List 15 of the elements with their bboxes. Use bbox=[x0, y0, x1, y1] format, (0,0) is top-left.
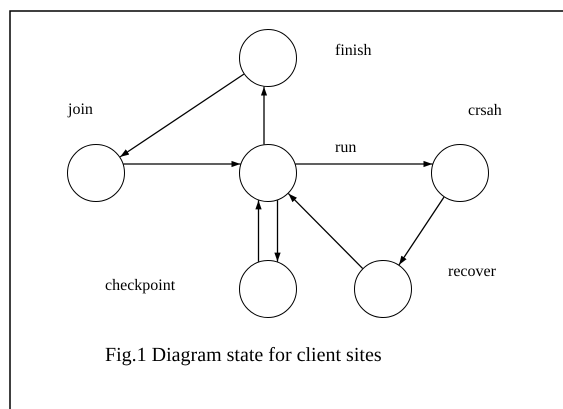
state-label: finish bbox=[335, 43, 372, 59]
arrow bbox=[255, 200, 262, 262]
arrow bbox=[274, 200, 281, 262]
state-label: checkpoint bbox=[105, 278, 176, 294]
state-label: run bbox=[335, 140, 356, 156]
state-label: recover bbox=[448, 264, 496, 280]
arrow bbox=[124, 160, 240, 168]
arrow bbox=[288, 193, 364, 269]
arrow bbox=[260, 86, 268, 144]
arrow bbox=[398, 196, 444, 266]
state-label: crsah bbox=[468, 103, 502, 119]
figure-caption: Fig.1 Diagram state for client sites bbox=[105, 345, 382, 365]
arrow bbox=[120, 74, 244, 158]
arrow bbox=[296, 160, 432, 168]
state-label: join bbox=[68, 102, 93, 118]
